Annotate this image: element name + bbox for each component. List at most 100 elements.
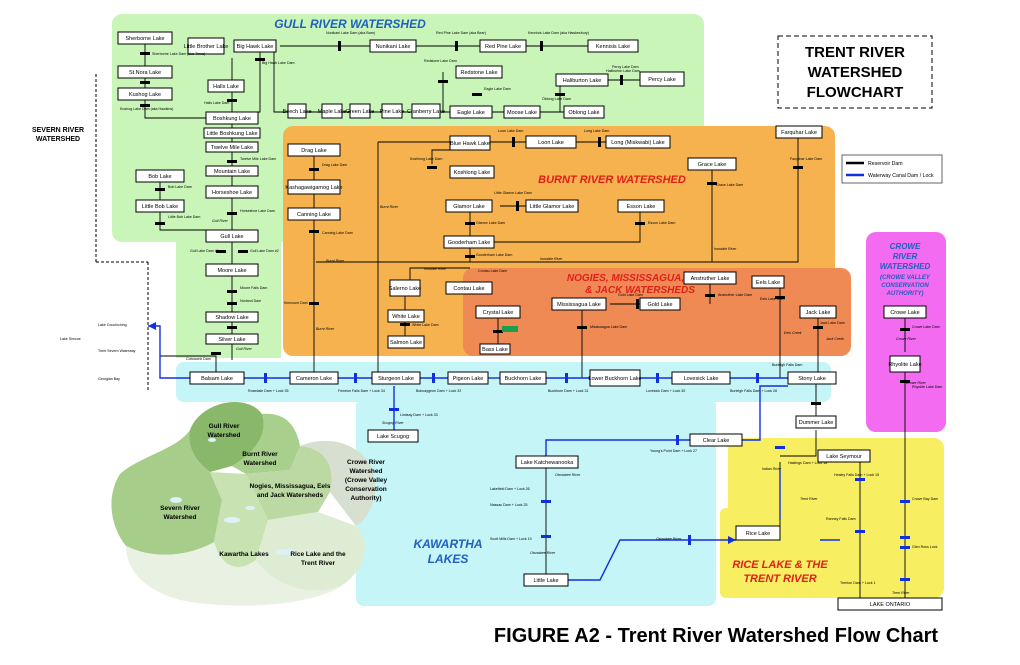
lake-box[interactable] (639, 71, 685, 87)
lake-box[interactable] (551, 297, 607, 311)
reservoir-dam-icon (813, 326, 823, 329)
lake-box[interactable] (795, 415, 837, 429)
left-labels: Lake Simcoe Lake Couchiching Trent Sever… (60, 323, 136, 381)
lake-box[interactable] (617, 199, 665, 213)
lake-box[interactable] (447, 371, 489, 385)
lake-box[interactable] (639, 297, 681, 311)
lake-box[interactable] (787, 371, 837, 385)
lake-box[interactable] (135, 169, 185, 183)
lake-box[interactable] (205, 141, 259, 153)
lake-box[interactable] (233, 39, 277, 53)
lake-box[interactable] (205, 311, 259, 323)
lake-box[interactable] (837, 597, 943, 611)
lake-box[interactable] (287, 179, 341, 195)
lake-box[interactable] (205, 185, 259, 199)
lake-box[interactable] (203, 127, 261, 139)
lake-box[interactable] (449, 165, 495, 179)
lake-box[interactable] (587, 39, 639, 53)
lake-label: Gull Lake (220, 234, 243, 240)
lake-box[interactable] (479, 343, 511, 355)
lake-box[interactable] (503, 105, 541, 119)
crowe-title-line: (CROWE VALLEY (880, 275, 931, 281)
lake-box[interactable] (205, 111, 259, 125)
lake-box[interactable] (287, 103, 307, 119)
dam-label: Crowe Bay Dam (912, 497, 938, 501)
lake-box[interactable] (687, 157, 737, 171)
reservoir-dam-icon (598, 137, 601, 147)
lake-box[interactable] (117, 31, 173, 45)
lake-box[interactable] (589, 369, 641, 387)
canal-dam-icon (900, 536, 910, 539)
lake-box[interactable] (207, 79, 245, 93)
lake-box[interactable] (321, 103, 343, 119)
reservoir-dam-icon (140, 81, 150, 84)
lake-box[interactable] (671, 371, 731, 385)
lake-box[interactable] (411, 103, 441, 119)
lake-box[interactable] (525, 199, 579, 213)
lake-box[interactable] (369, 39, 417, 53)
lake-box[interactable] (205, 165, 259, 177)
lake-box[interactable] (117, 87, 173, 101)
lake-box[interactable] (205, 333, 259, 345)
lake-box[interactable] (525, 135, 577, 149)
lake-box[interactable] (449, 105, 493, 119)
lake-box[interactable] (817, 449, 871, 463)
inset-label: Burnt River (242, 451, 278, 458)
lake-box[interactable] (287, 143, 341, 157)
inset-lake-shape (170, 497, 182, 503)
lake-box[interactable] (683, 271, 737, 285)
lake-box[interactable] (205, 229, 259, 243)
lake-box[interactable] (563, 105, 605, 119)
canal-dam-icon (264, 373, 267, 383)
lake-box[interactable] (475, 305, 521, 319)
lake-box[interactable] (479, 39, 527, 53)
lake-box[interactable] (187, 37, 225, 55)
canal-dam-icon (541, 535, 551, 538)
lake-box[interactable] (443, 235, 495, 249)
lake-box[interactable] (135, 199, 185, 213)
river-label: Burnt River (326, 259, 345, 263)
canal-line (545, 439, 690, 456)
crowe-title-line: CROWE (890, 242, 921, 251)
lake-box[interactable] (735, 525, 781, 541)
dam-label: Loon Lake Dam (498, 129, 523, 133)
lake-label: Cameron Lake (296, 376, 332, 382)
lake-box[interactable] (689, 433, 743, 447)
lake-box[interactable] (445, 199, 493, 213)
lake-box[interactable] (381, 103, 403, 119)
lake-box[interactable] (117, 65, 173, 79)
lake-box[interactable] (287, 207, 341, 221)
lake-box[interactable] (499, 371, 547, 385)
lake-box[interactable] (515, 455, 579, 469)
lake-box[interactable] (289, 371, 339, 385)
dam-label: Drag Lake Dam (322, 163, 347, 167)
lake-box[interactable] (889, 355, 921, 373)
lake-box[interactable] (455, 65, 503, 79)
lake-label: Silver Lake (218, 337, 245, 343)
lake-box[interactable] (189, 371, 245, 385)
lake-box[interactable] (367, 429, 419, 443)
lake-box[interactable] (883, 305, 927, 319)
lake-box[interactable] (555, 73, 609, 87)
lake-box[interactable] (387, 335, 425, 349)
lake-box[interactable] (387, 309, 425, 323)
lake-box[interactable] (371, 371, 421, 385)
reservoir-dam-icon (900, 328, 910, 331)
lake-box[interactable] (449, 135, 491, 151)
lake-box[interactable] (205, 263, 259, 277)
lake-box[interactable] (523, 573, 569, 587)
lake-label: Grace Lake (698, 162, 726, 168)
lake-box[interactable] (389, 279, 421, 297)
lake-box[interactable] (751, 275, 785, 289)
figure-caption: FIGURE A2 - Trent River Watershed Flow C… (494, 625, 938, 647)
dam-label: Burleigh Falls Dam + Lock 28 (730, 389, 777, 393)
lake-box[interactable] (605, 135, 671, 149)
lake-box[interactable] (445, 281, 493, 295)
reservoir-dam-icon (140, 52, 150, 55)
lake-box[interactable] (349, 103, 371, 119)
lake-box[interactable] (799, 305, 837, 319)
lake-label: Pigeon Lake (453, 376, 484, 382)
lake-box[interactable] (775, 125, 823, 139)
reservoir-dam-icon (438, 80, 448, 83)
